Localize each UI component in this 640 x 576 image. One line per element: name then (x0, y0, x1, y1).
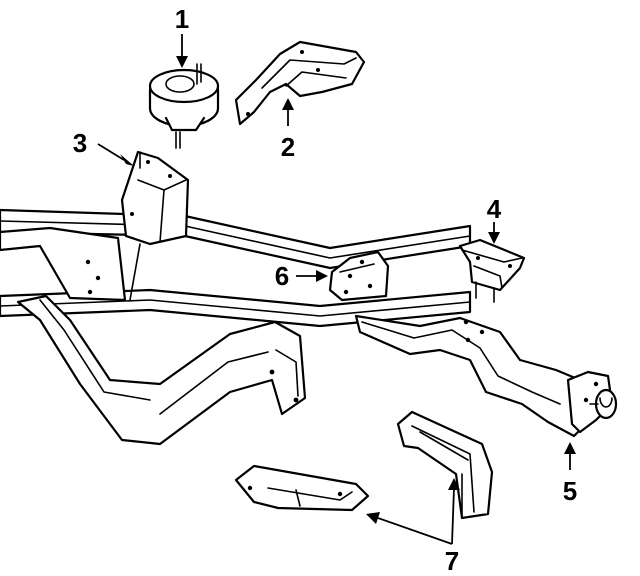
part-6-bracket-plate (328, 250, 390, 302)
callout-1: 1 (175, 4, 189, 34)
front-crossmember (16, 294, 307, 446)
leader-1 (176, 34, 188, 68)
frame-rail-left-side (0, 226, 127, 302)
callout-3: 3 (73, 128, 87, 158)
part-4-transmission-mount (458, 238, 526, 303)
part-2-mount-bracket (234, 40, 366, 126)
part-7-bracket-left (234, 464, 370, 512)
leader-4 (488, 222, 500, 244)
callout-2: 2 (281, 132, 295, 162)
callout-6: 6 (275, 261, 289, 291)
part-3-frame-bracket (120, 150, 190, 301)
part-5-transmission-crossmember (354, 314, 618, 438)
callout-4: 4 (487, 194, 502, 224)
callout-7: 7 (445, 546, 459, 576)
leader-5 (564, 442, 576, 470)
leader-6 (296, 270, 328, 282)
callout-5: 5 (563, 476, 577, 506)
leader-2 (282, 98, 294, 126)
leader-7 (366, 478, 460, 545)
part-1-engine-mount (148, 63, 220, 149)
part-7-bracket-right (396, 410, 494, 520)
leader-3 (97, 143, 134, 166)
